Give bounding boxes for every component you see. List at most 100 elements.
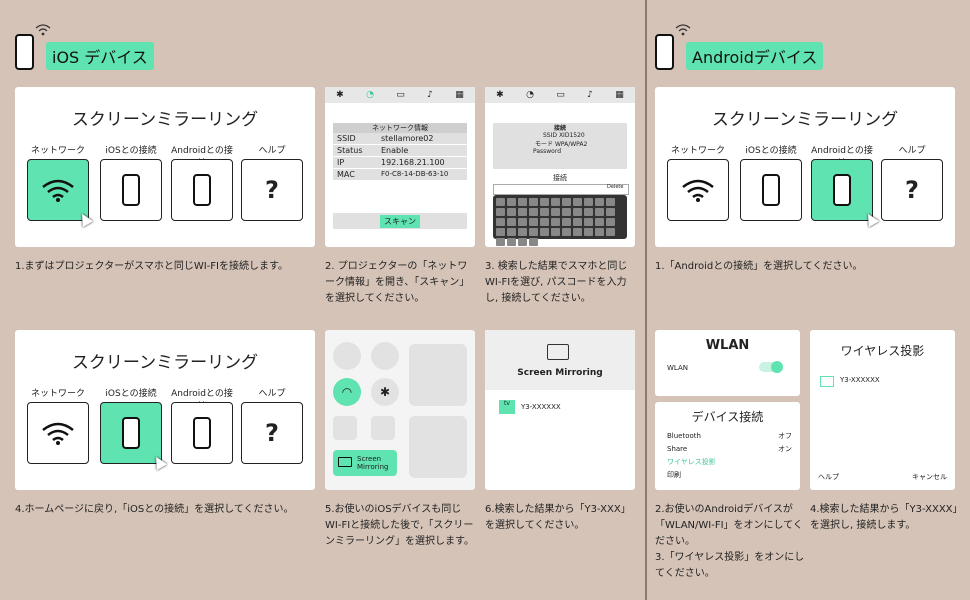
device-item[interactable]: Y3-XXXXXX (840, 376, 880, 384)
connect-panel: ✱◔▭♪▦ 接続 SSID XID1520 モード WPA/WPA2 Passw… (485, 87, 635, 247)
keyboard-key[interactable] (496, 208, 505, 216)
list-item[interactable]: ワイヤレス投影 (667, 458, 716, 466)
device-item[interactable]: Y3-XXXXXX (521, 403, 561, 411)
android-connect-option[interactable] (811, 159, 873, 221)
display-icon: ▭ (556, 90, 565, 100)
keyboard-key[interactable] (595, 198, 604, 206)
keyboard-key[interactable] (529, 228, 538, 236)
keyboard-key[interactable] (551, 198, 560, 206)
cc-block (409, 416, 467, 478)
keyboard-key[interactable] (562, 228, 571, 236)
keyboard-key[interactable] (518, 218, 527, 226)
scan-button[interactable]: スキャン (380, 214, 420, 228)
keyboard-key[interactable] (496, 238, 505, 246)
help-icon: ? (905, 176, 919, 204)
keyboard-key[interactable] (518, 228, 527, 236)
delete-key[interactable]: Delete (607, 184, 624, 190)
keyboard-key[interactable] (562, 208, 571, 216)
keyboard-key[interactable] (551, 228, 560, 236)
password-input[interactable] (493, 184, 629, 195)
network-option[interactable] (27, 402, 89, 464)
help-option[interactable]: ? (241, 159, 303, 221)
keyboard-key[interactable] (529, 208, 538, 216)
keyboard-key[interactable] (496, 198, 505, 206)
android-connect-option[interactable] (171, 402, 233, 464)
keyboard-key[interactable] (518, 208, 527, 216)
bluetooth-toggle[interactable]: ✱ (371, 378, 399, 406)
cc-button (333, 342, 361, 370)
android-connect-option[interactable] (171, 159, 233, 221)
keyboard-key[interactable] (540, 218, 549, 226)
keyboard-key[interactable] (573, 228, 582, 236)
music-icon: ♪ (587, 90, 593, 100)
network-option[interactable] (667, 159, 729, 221)
ios-connect-option[interactable] (100, 402, 162, 464)
phone-icon (193, 174, 211, 206)
keyboard-key[interactable] (507, 198, 516, 206)
keyboard-key[interactable] (562, 198, 571, 206)
keyboard-key[interactable] (551, 218, 560, 226)
ios-connect-option[interactable] (740, 159, 802, 221)
keyboard-key[interactable] (595, 218, 604, 226)
keyboard-key[interactable] (540, 228, 549, 236)
keyboard-key[interactable] (507, 208, 516, 216)
ios-title: iOS デバイス (46, 42, 154, 70)
table-header: ネットワーク情報 (333, 123, 467, 133)
screen-mirroring-button[interactable]: Screen Mirroring (333, 450, 397, 476)
keyboard-key[interactable] (584, 208, 593, 216)
keyboard-key[interactable] (540, 208, 549, 216)
keyboard-key[interactable] (529, 238, 538, 246)
wifi-toggle[interactable]: ◠ (333, 378, 361, 406)
keyboard-key[interactable] (573, 208, 582, 216)
keyboard-key[interactable] (595, 208, 604, 216)
cancel-button[interactable]: キャンセル (912, 473, 947, 481)
scan-row: スキャン (333, 213, 467, 229)
option-label: ネットワーク (30, 146, 85, 156)
network-option[interactable] (27, 159, 89, 221)
keyboard-key[interactable] (562, 218, 571, 226)
keyboard-key[interactable] (540, 198, 549, 206)
wlan-toggle[interactable] (759, 361, 783, 373)
caption: 1.「Androidとの接続」を選択してください。 (655, 261, 863, 272)
keyboard-key[interactable] (496, 228, 505, 236)
list-item[interactable]: 印刷 (667, 471, 681, 479)
android-mirror-panel: スクリーンミラーリング ネットワーク iOSとの接続 Androidとの接続 ヘ… (655, 87, 955, 247)
keyboard-key[interactable] (573, 218, 582, 226)
phone-icon (122, 417, 140, 449)
keyboard-key[interactable] (518, 238, 527, 246)
option-label: iOSとの接続 (745, 146, 797, 156)
keyboard-key[interactable] (606, 208, 615, 216)
keyboard-key[interactable] (606, 218, 615, 226)
wifi-icon: ◠ (341, 385, 353, 399)
keyboard-key[interactable] (529, 218, 538, 226)
keyboard[interactable] (493, 195, 627, 246)
control-center-panel: ◠ ✱ Screen Mirroring (325, 330, 475, 490)
help-option[interactable]: ? (241, 402, 303, 464)
caption: 2. プロジェクターの「ネットワーク情報」を開き、「スキャン」を選択してください… (325, 261, 470, 304)
wifi-icon (682, 179, 714, 202)
keyboard-key[interactable] (573, 198, 582, 206)
keyboard-key[interactable] (496, 218, 505, 226)
help-option[interactable]: ? (881, 159, 943, 221)
keyboard-key[interactable] (518, 198, 527, 206)
keyboard-key[interactable] (584, 218, 593, 226)
keyboard-key[interactable] (606, 228, 615, 236)
keyboard-key[interactable] (507, 228, 516, 236)
keyboard-key[interactable] (507, 238, 516, 246)
option-label: iOSとの接続 (105, 146, 157, 156)
keyboard-key[interactable] (595, 228, 604, 236)
keyboard-key[interactable] (507, 218, 516, 226)
keyboard-key[interactable] (606, 198, 615, 206)
keyboard-key[interactable] (529, 198, 538, 206)
bluetooth-icon: ✱ (496, 90, 504, 100)
help-button[interactable]: ヘルプ (818, 473, 839, 481)
ios-connect-option[interactable] (100, 159, 162, 221)
keyboard-key[interactable] (584, 228, 593, 236)
keyboard-key[interactable] (584, 198, 593, 206)
keyboard-key[interactable] (551, 208, 560, 216)
